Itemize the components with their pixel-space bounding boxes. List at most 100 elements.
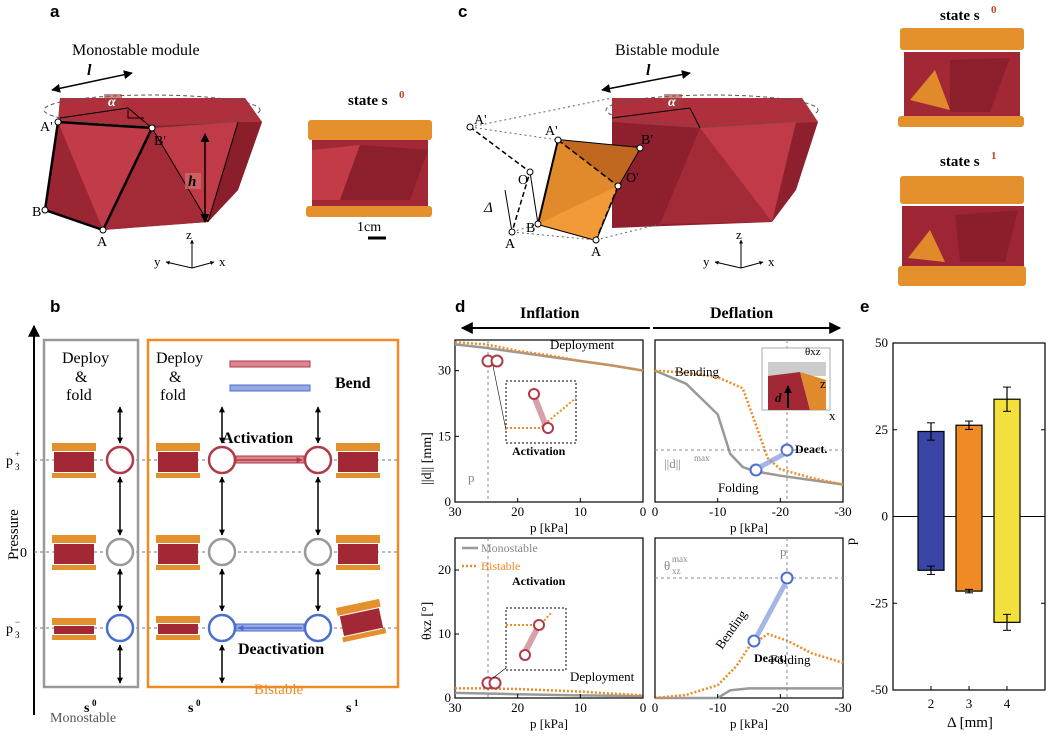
bistable-module-drawing: α A' O Δ: [466, 94, 819, 260]
bar-2: [917, 430, 945, 571]
delta-label: Δ: [483, 200, 493, 216]
deflation-label: Deflation: [710, 305, 773, 322]
plot-frame: [454, 537, 644, 699]
deactivation-label: Deactivation: [238, 641, 324, 658]
state0-sup: 0: [991, 4, 997, 16]
point-A-left: A: [505, 237, 516, 252]
x-tick-label: 30: [449, 700, 462, 715]
y-tick-label: 10: [438, 626, 451, 641]
bistable-label: Bistable: [254, 682, 304, 698]
theta-max-sup: max: [672, 554, 688, 564]
zoom-guide: [492, 365, 507, 431]
axis-z-label: z: [186, 227, 192, 242]
x-tick-label: 4: [1004, 696, 1011, 711]
y-tick-label: 25: [875, 422, 888, 437]
zero-label: 0: [20, 546, 27, 561]
inset-x: x: [829, 408, 836, 423]
left-state-sup: 0: [92, 698, 97, 708]
y-tick-label: 0: [882, 509, 889, 524]
right-deploy: Deploy: [156, 350, 203, 367]
panel-c-title: Bistable module: [615, 42, 719, 59]
zoom-inset-bottom: [505, 607, 567, 671]
x-tick-label: -30: [834, 700, 851, 715]
deployment-label-top: Deployment: [550, 337, 615, 352]
point-Ap: A': [545, 124, 558, 139]
activation-label: Activation: [222, 430, 293, 447]
pressure-axis-label: Pressure: [6, 509, 22, 560]
panel-d-letter: d: [455, 297, 465, 316]
state-marker: [780, 571, 794, 585]
panel-a: a Monostable module l α h: [32, 2, 432, 269]
dmax-label: ||d||: [664, 456, 681, 471]
right-s0: s: [188, 701, 194, 716]
x-tick-label: 10: [574, 700, 587, 715]
point-O: O: [518, 173, 528, 188]
y-tick-label: 50: [875, 335, 888, 350]
alpha-label: α: [108, 95, 116, 110]
right-s1: s: [346, 701, 352, 716]
state1-sup: 1: [991, 150, 997, 162]
y-tick-label: -25: [871, 595, 888, 610]
x-tick-label: 0: [652, 700, 659, 715]
folding-label-top: Folding: [718, 480, 759, 495]
d-inset-diagram: d θxz z x: [761, 346, 836, 423]
x-tick-label: 20: [511, 700, 524, 715]
bend-label: Bend: [335, 375, 371, 392]
point-Bp: B': [154, 134, 166, 149]
panel-b-letter: b: [50, 297, 60, 316]
axes-triad-a: z x y: [154, 227, 226, 269]
axis-y-label-c: y: [703, 254, 710, 269]
monostable-module-drawing: α h A' B' B A: [32, 94, 262, 250]
scale-bar-label: 1cm: [357, 220, 381, 235]
activation-label-bottom: Activation: [512, 574, 566, 588]
alpha-label-c: α: [668, 95, 676, 110]
state-marker: [780, 443, 794, 457]
dmax-sup: max: [694, 453, 710, 463]
deact-label-top: Deact.: [795, 442, 827, 456]
h-label: h: [188, 174, 196, 190]
p3-plus-sup: +: [15, 449, 20, 459]
x-tick-label: -20: [772, 700, 789, 715]
p3-plus-sub: 3: [15, 462, 20, 472]
theta-max-sub: xz: [672, 566, 681, 576]
panel-a-letter: a: [50, 2, 60, 21]
state-marker: [747, 634, 761, 648]
x-tick-label: 0: [640, 504, 647, 519]
y-tick-label: 20: [438, 562, 451, 577]
p3-label: p: [780, 544, 787, 559]
y-tick-label: 15: [438, 428, 451, 443]
zoom-curve-top: [506, 397, 577, 429]
x-axis-label: p [kPa]: [530, 716, 568, 731]
series-line-monostable: [655, 687, 843, 700]
state1-label: state s: [940, 154, 980, 170]
state-marker: [488, 676, 502, 690]
bistable-photo-state-s0: state s 0: [898, 4, 1024, 127]
deployment-label-bottom: Deployment: [570, 669, 635, 684]
point-A: A: [97, 235, 108, 250]
bar-3: [955, 424, 983, 592]
state0-label: state s: [940, 8, 980, 24]
panel-a-title: Monostable module: [72, 42, 200, 59]
folding-label-bottom: Folding: [770, 652, 811, 667]
d-legend: Monostable Bistable: [462, 541, 538, 573]
series-line-monostable: [454, 343, 644, 372]
d-top-ylabel: ||d|| [mm]: [420, 432, 435, 485]
panel-c: c Bistable module l α: [458, 2, 1026, 286]
monostable-label: Monostable: [50, 711, 116, 726]
p3-minus-sub: 3: [15, 630, 20, 640]
x-tick-label: -10: [709, 700, 726, 715]
zoom-marker: [528, 388, 540, 400]
zoom-marker: [519, 649, 531, 661]
theta-max-label: θ: [664, 558, 670, 573]
left-state: s: [84, 701, 90, 716]
p3-minus-label: p: [6, 622, 13, 637]
left-amp: &: [75, 369, 88, 386]
legend-bi: Bistable: [481, 559, 520, 573]
zoom-marker: [533, 619, 545, 631]
l-label: l: [87, 62, 92, 79]
zoom-marker: [542, 422, 554, 434]
right-s0-sup: 0: [196, 698, 201, 708]
series-line-bistable: [455, 687, 644, 697]
d-bottom-ylabel: θxz [°]: [420, 602, 435, 640]
